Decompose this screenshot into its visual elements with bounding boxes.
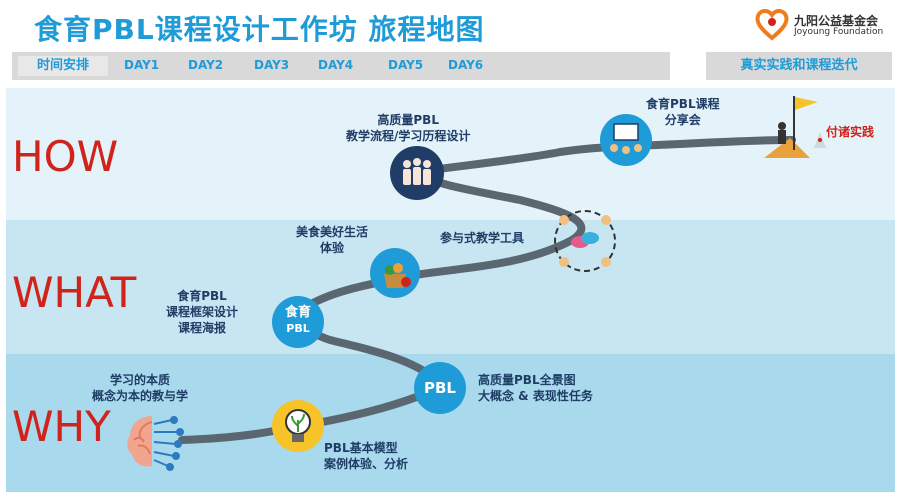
flag-rocket-icon	[764, 96, 826, 158]
share-node	[600, 114, 652, 166]
basket-label: 美食美好生活 体验	[296, 224, 368, 256]
people-label: 高质量PBL 教学流程/学习历程设计	[346, 112, 470, 144]
bulb-label-line: PBL基本模型	[324, 441, 398, 455]
section-what: WHAT	[12, 268, 137, 317]
pbl-node: PBL	[414, 362, 466, 414]
presentation-icon	[610, 123, 642, 154]
pbl-label-line: 高质量PBL全景图	[478, 373, 576, 387]
page-title: 食育PBL课程设计工作坊 旅程地图	[34, 13, 485, 46]
basket-label-line: 美食美好生活	[296, 225, 369, 239]
logo-cn-text: 九阳公益基金会	[794, 14, 879, 28]
share-label-line: 分享会	[664, 113, 701, 127]
what-band	[6, 220, 895, 354]
day-label: DAY2	[188, 58, 224, 72]
people-label-line: 教学流程/学习历程设计	[346, 129, 471, 143]
section-how: HOW	[12, 132, 119, 181]
practice-label: 真实实践和课程迭代	[740, 58, 858, 73]
foundation-logo: 九阳公益基金会 Joyoung Foundation	[752, 4, 892, 44]
tools-node	[554, 210, 616, 272]
people-node	[390, 146, 444, 200]
pbl-label: 高质量PBL全景图 大概念 & 表现性任务	[478, 372, 593, 404]
day-label: DAY3	[254, 58, 290, 72]
basket-label-line: 体验	[320, 241, 345, 255]
lightbulb-icon	[285, 409, 311, 442]
bulb-label: PBL基本模型 案例体验、分析	[324, 440, 408, 472]
day-label: DAY1	[124, 58, 160, 72]
food-pbl-node-line: 食育	[284, 305, 311, 320]
how-band	[6, 88, 895, 220]
brain-label: 学习的本质 概念为本的教与学	[92, 372, 188, 404]
tools-label-line: 参与式教学工具	[440, 231, 525, 245]
share-label: 食育PBL课程 分享会	[646, 96, 720, 128]
share-label-line: 食育PBL课程	[646, 97, 720, 111]
food-pbl-label: 食育PBL 课程框架设计 课程海报	[166, 288, 238, 336]
brain-node	[122, 410, 186, 474]
goal-label-line: 付诸实践	[826, 125, 875, 139]
food-pbl-node-line: PBL	[286, 322, 310, 335]
food-pbl-label-line: 课程海报	[178, 321, 227, 335]
practice-bar: 真实实践和课程迭代	[706, 52, 892, 80]
day-label: DAY5	[388, 58, 424, 72]
people-label-line: 高质量PBL	[377, 113, 439, 127]
timeline-label: 时间安排	[18, 56, 108, 76]
chat-people-icon	[559, 215, 611, 267]
people-icon	[403, 158, 431, 185]
goal-label: 付诸实践	[826, 124, 874, 140]
basket-node	[370, 248, 420, 298]
day-label: DAY4	[318, 58, 354, 72]
vegetable-basket-icon	[384, 263, 411, 288]
timeline-bar: 时间安排 DAY1 DAY2 DAY3 DAY4 DAY5 DAY6	[12, 52, 670, 80]
section-why: WHY	[12, 402, 111, 451]
heart-logo-icon	[755, 9, 789, 41]
brain-label-line: 学习的本质	[110, 373, 171, 387]
food-pbl-label-line: 食育PBL	[177, 289, 227, 303]
bulb-label-line: 案例体验、分析	[324, 457, 409, 471]
tools-label: 参与式教学工具	[440, 230, 524, 246]
day-label: DAY6	[448, 58, 484, 72]
food-pbl-node: 食育 PBL	[272, 296, 324, 348]
bulb-node	[272, 400, 324, 452]
pbl-label-line: 大概念 & 表现性任务	[478, 389, 593, 403]
goal-node	[760, 92, 834, 162]
brain-label-line: 概念为本的教与学	[92, 389, 189, 403]
food-pbl-label-line: 课程框架设计	[166, 305, 239, 319]
logo-en-text: Joyoung Foundation	[794, 27, 884, 37]
brain-icon	[127, 416, 184, 471]
